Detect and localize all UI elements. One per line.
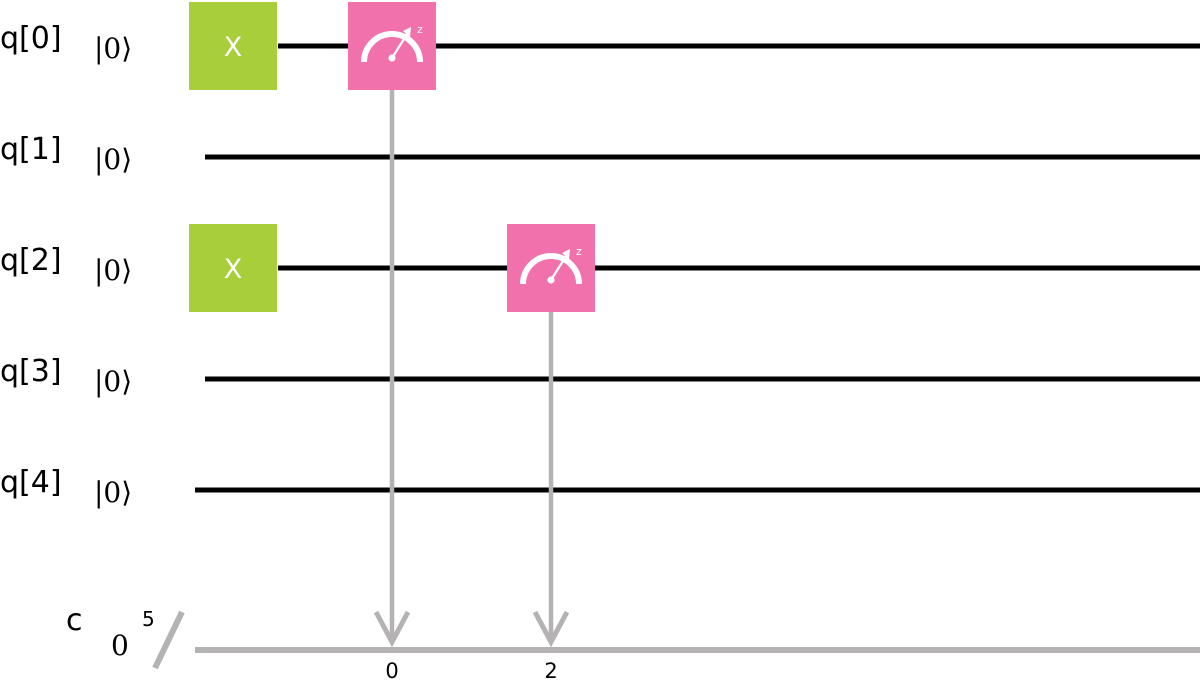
measurement-link-q2: 2 (532, 268, 570, 680)
x-gate-label: X (224, 254, 243, 285)
qubit-init-state-3: |0⟩ (94, 365, 132, 398)
classical-register-width: 5 (142, 607, 155, 631)
classical-bit-index: 2 (544, 659, 557, 680)
qubit-labels: q[0] |0⟩ q[1] |0⟩ q[2] |0⟩ q[3] |0⟩ q[4] |0⟩ (0, 21, 132, 509)
meter-icon (520, 249, 582, 285)
classical-register-label: c (66, 603, 83, 638)
qubit-init-state-0: |0⟩ (94, 32, 132, 65)
qubit-label-4: q[4] (0, 465, 62, 500)
classical-bit-index: 0 (385, 659, 398, 680)
x-gate-q0[interactable]: X (189, 2, 277, 90)
qubit-label-2: q[2] (0, 243, 62, 278)
x-gate-box (189, 224, 277, 312)
classical-register: c05 (66, 603, 1200, 670)
qubit-label-3: q[3] (0, 354, 62, 389)
measure-basis-label: z (417, 23, 423, 36)
classical-register-init: 0 (111, 629, 129, 662)
qubit-label-0: q[0] (0, 21, 62, 56)
x-gate-label: X (224, 32, 243, 63)
qubit-init-state-2: |0⟩ (94, 254, 132, 287)
qubit-init-state-4: |0⟩ (94, 476, 132, 509)
arrow-head-icon (532, 610, 570, 648)
meter-icon (361, 27, 423, 63)
qubit-init-state-1: |0⟩ (94, 143, 132, 176)
measure-gate-q2[interactable]: z (507, 224, 595, 312)
arrow-head-icon (373, 610, 411, 648)
x-gate-box (189, 2, 277, 90)
register-width-slash (152, 610, 185, 670)
measure-basis-label: z (576, 245, 582, 258)
measure-gate-box (507, 224, 595, 312)
qubit-label-1: q[1] (0, 132, 62, 167)
gates-layer: X Xz z (189, 2, 595, 312)
measure-gate-q0[interactable]: z (348, 2, 436, 90)
wires-layer (195, 43, 1200, 493)
x-gate-q2[interactable]: X (189, 224, 277, 312)
measure-gate-box (348, 2, 436, 90)
measurement-link-q0: 0 (373, 46, 411, 680)
